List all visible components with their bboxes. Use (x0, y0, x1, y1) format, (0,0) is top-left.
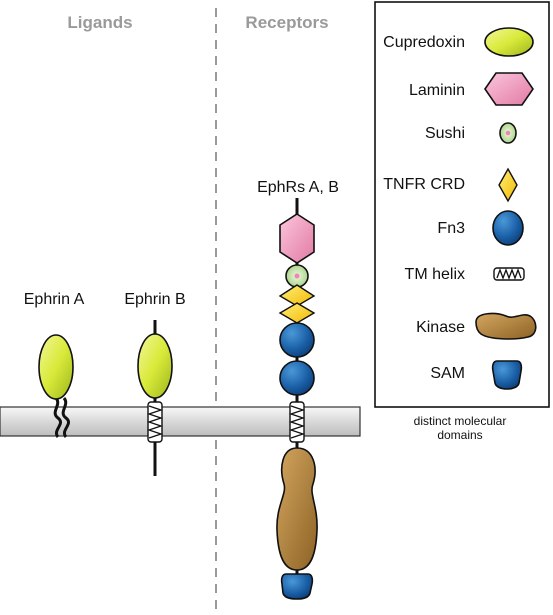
legend-label-tm-helix: TM helix (405, 266, 465, 283)
cupredoxin-icon (137, 333, 173, 399)
ephrin-a-label: Ephrin A (24, 291, 85, 308)
tm-helix-icon (146, 401, 164, 443)
laminin-icon (279, 213, 315, 264)
gpi-anchor-icon (53, 397, 62, 438)
receptors-header: Receptors (245, 13, 328, 32)
legend-label-sushi: Sushi (425, 125, 465, 142)
gpi-anchor-icon (61, 397, 70, 438)
ephrin-a (38, 334, 74, 438)
legend-caption-line2: domains (437, 428, 482, 442)
legend-box (374, 1, 550, 408)
cupredoxin-icon (484, 27, 534, 57)
cupredoxin-icon (38, 334, 74, 400)
laminin-icon (484, 72, 534, 106)
legend-label-sam: SAM (430, 365, 465, 382)
tm-helix-icon (493, 267, 525, 281)
sam-icon (280, 573, 314, 600)
kinase-icon (276, 447, 318, 571)
sam-icon (491, 360, 523, 390)
ephrin-b (137, 320, 173, 476)
tm-helix-icon (288, 401, 306, 443)
ephrs-label: EphRs A, B (257, 179, 339, 196)
ephrin-b-label: Ephrin B (124, 291, 185, 308)
legend-caption-line1: distinct molecular (414, 414, 507, 428)
legend-label-kinase: Kinase (416, 319, 465, 336)
ligands-header: Ligands (67, 13, 132, 32)
legend-label-fn3: Fn3 (437, 220, 465, 237)
ephr-receptor (276, 198, 318, 600)
kinase-icon (475, 312, 537, 340)
fn3-icon (492, 210, 524, 246)
legend-label-laminin: Laminin (409, 82, 465, 99)
tnfr-crd-icon (278, 302, 316, 324)
tnfr-crd-icon (498, 167, 518, 203)
legend-label-cupredoxin: Cupredoxin (383, 34, 465, 51)
legend-label-tnfr-crd: TNFR CRD (383, 176, 465, 193)
fn3-icon (279, 360, 315, 396)
fn3-icon (279, 322, 315, 358)
